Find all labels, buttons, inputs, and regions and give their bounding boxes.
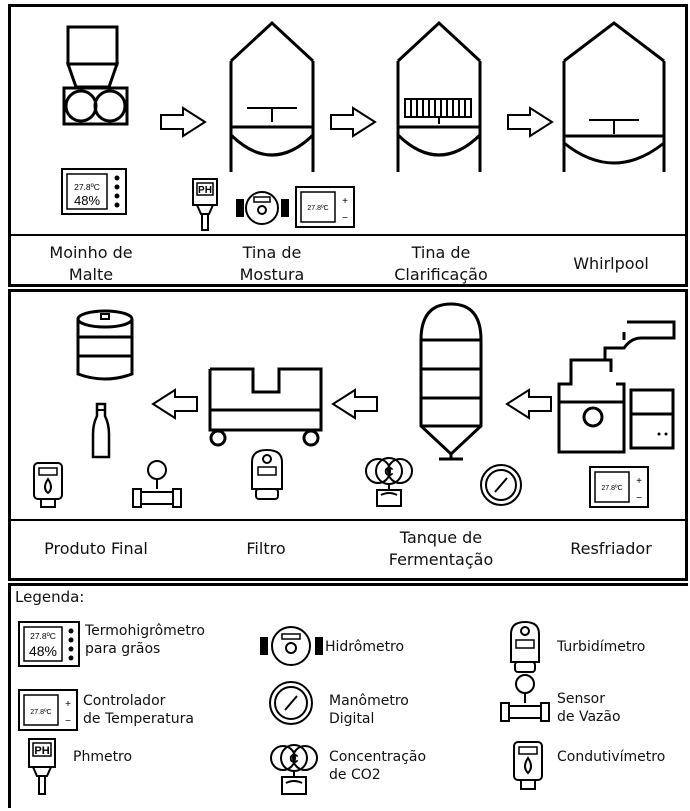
water-meter-icon [260,626,323,666]
turbidimeter-icon [251,448,283,500]
legend-phmetro: Phmetro [73,749,133,765]
controller-plus: + [65,699,71,710]
controller-temp: 27.8ºC [30,709,51,716]
ph-meter-icon [28,738,56,795]
stage-label-produto-final: Produto Final [44,539,148,558]
stage-label-whirlpool: Whirlpool [573,254,649,273]
lauter-tun-icon [396,20,482,172]
flow-sensor-icon [132,460,182,508]
malt-mill-icon [62,25,129,126]
bottle-icon [91,402,111,459]
chiller-icon [557,320,676,454]
temperature-controller-icon [18,689,78,731]
co2-label: C [384,464,394,479]
thermohygrometer-temp: 27.8ºC [74,182,100,192]
controller-plus: + [636,476,642,487]
thermohygrometer-icon [61,168,127,215]
fermentation-tank-icon [419,302,483,461]
legend-title: Legenda: [15,588,85,606]
controller-temp: 27.8ºC [601,485,622,492]
arrow-left-icon [505,388,552,420]
brewing-section-hot-side: 27.8ºC 48% PH 27.8ºC + − Moinho de Malte… [8,4,688,287]
hot-side-diagram: 27.8ºC 48% PH 27.8ºC + − [61,20,666,231]
legend-manometro: Manômetro Digital [329,693,409,727]
legend-co2: Concentração de CO2 [329,749,427,783]
arrow-right-icon [330,106,377,138]
stage-label-moinho: Moinho de Malte [49,243,133,284]
temperature-controller-icon [295,186,355,228]
controller-minus: − [65,716,71,727]
stage-label-tanque-fermentacao: Tanque de Fermentação [388,528,494,569]
flow-sensor-icon [500,674,550,722]
controller-temp: 27.8ºC [307,205,328,212]
legend-sensor-vazao: Sensor de Vazão [557,691,621,725]
arrow-left-icon [151,388,198,420]
water-meter-icon [236,191,289,225]
co2-meter-icon [270,744,318,795]
ph-meter-icon [192,178,218,231]
mash-tun-icon [229,20,315,172]
temperature-controller-icon [589,466,649,508]
controller-minus: − [342,213,348,224]
arrow-left-icon [331,388,378,420]
conductivity-meter-icon [513,741,543,790]
stage-label-resfriador: Resfriador [570,539,652,558]
stage-label-tina-mostura: Tina de Mostura [239,243,305,284]
arrow-right-icon [160,106,207,138]
co2-label: C [289,751,299,766]
brewing-section-cold-side: C 27.8ºC + − Produto Final Filtro Tanque… [8,289,688,581]
thermohygrometer-temp: 27.8ºC [30,631,56,641]
filter-icon [208,367,323,447]
arrow-right-icon [507,106,554,138]
legend-condutivimetro: Condutivímetro [557,749,666,765]
legend-termohigrometro: Termohigrômetro para grãos [85,623,205,657]
thermohygrometer-icon [18,621,80,667]
cold-side-diagram: C 27.8ºC + − [33,302,676,508]
thermohygrometer-humidity: 48% [74,193,100,208]
legend-turbidimetro: Turbidímetro [557,639,646,655]
legend-panel: Legenda: [8,583,688,808]
manometer-icon [480,464,522,506]
controller-minus: − [636,493,642,504]
manometer-icon [269,681,313,725]
ph-label: PH [198,185,212,196]
turbidimeter-icon [510,620,540,673]
conductivity-meter-icon [33,462,63,508]
co2-meter-icon [365,457,413,507]
controller-plus: + [342,196,348,207]
stage-label-tina-clarificacao: Tina de Clarificação [394,243,488,284]
thermohygrometer-humidity: 48% [29,643,57,659]
stage-label-filtro: Filtro [246,539,286,558]
divider [11,519,685,521]
ph-label: PH [34,745,49,757]
legend-icons: 27.8ºC 48% 27.8ºC + − PH C [18,620,550,795]
legend-hidrometro: Hidrômetro [325,639,405,655]
divider [11,234,685,236]
whirlpool-icon [562,21,666,172]
keg-icon [76,309,134,381]
legend-controlador: Controlador de Temperatura [83,693,194,727]
